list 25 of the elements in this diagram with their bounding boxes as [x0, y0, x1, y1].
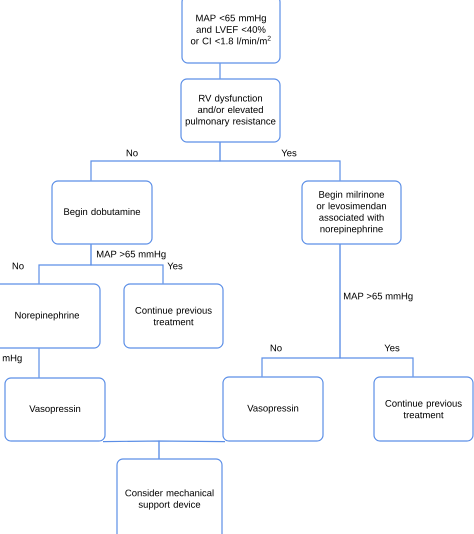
process-box: Begin dobutamine — [51, 180, 153, 245]
edge-label: No — [124, 148, 140, 158]
edge-label: No — [10, 262, 26, 270]
connector-line — [38, 348, 40, 378]
process-box: Begin milrinone or levosimendan associated with norepinephrine — [301, 180, 402, 245]
edge-label: Yes — [166, 262, 184, 270]
edge-label: No — [268, 344, 284, 352]
connector-line — [158, 440, 225, 458]
edge-label: Yes — [383, 344, 401, 352]
process-box: Norepinephrine — [0, 283, 101, 349]
condition-label: MAP >65 mmHg — [344, 292, 413, 302]
process-box: RV dysfunction and/or elevated pulmonary resistance — [180, 78, 281, 143]
condition-label: MAP >65 mmHg — [96, 250, 166, 260]
connector-line — [219, 64, 221, 78]
process-box: Consider mechanical support device — [116, 458, 223, 534]
edge-label: mHg — [1, 354, 24, 364]
edge-label: Yes — [280, 148, 298, 158]
connector-line — [219, 142, 341, 180]
process-box: Continue previous treatment — [373, 376, 474, 442]
connector-line — [339, 244, 414, 376]
connector-line — [90, 244, 164, 284]
process-box: Vasopressin — [222, 376, 324, 442]
process-box: Vasopressin — [4, 377, 106, 442]
process-box: MAP <65 mmHg and LVEF <40% or CI <1.8 l/min/m$^{2}$ — [181, 0, 281, 64]
process-box: Continue previous treatment — [123, 283, 224, 349]
